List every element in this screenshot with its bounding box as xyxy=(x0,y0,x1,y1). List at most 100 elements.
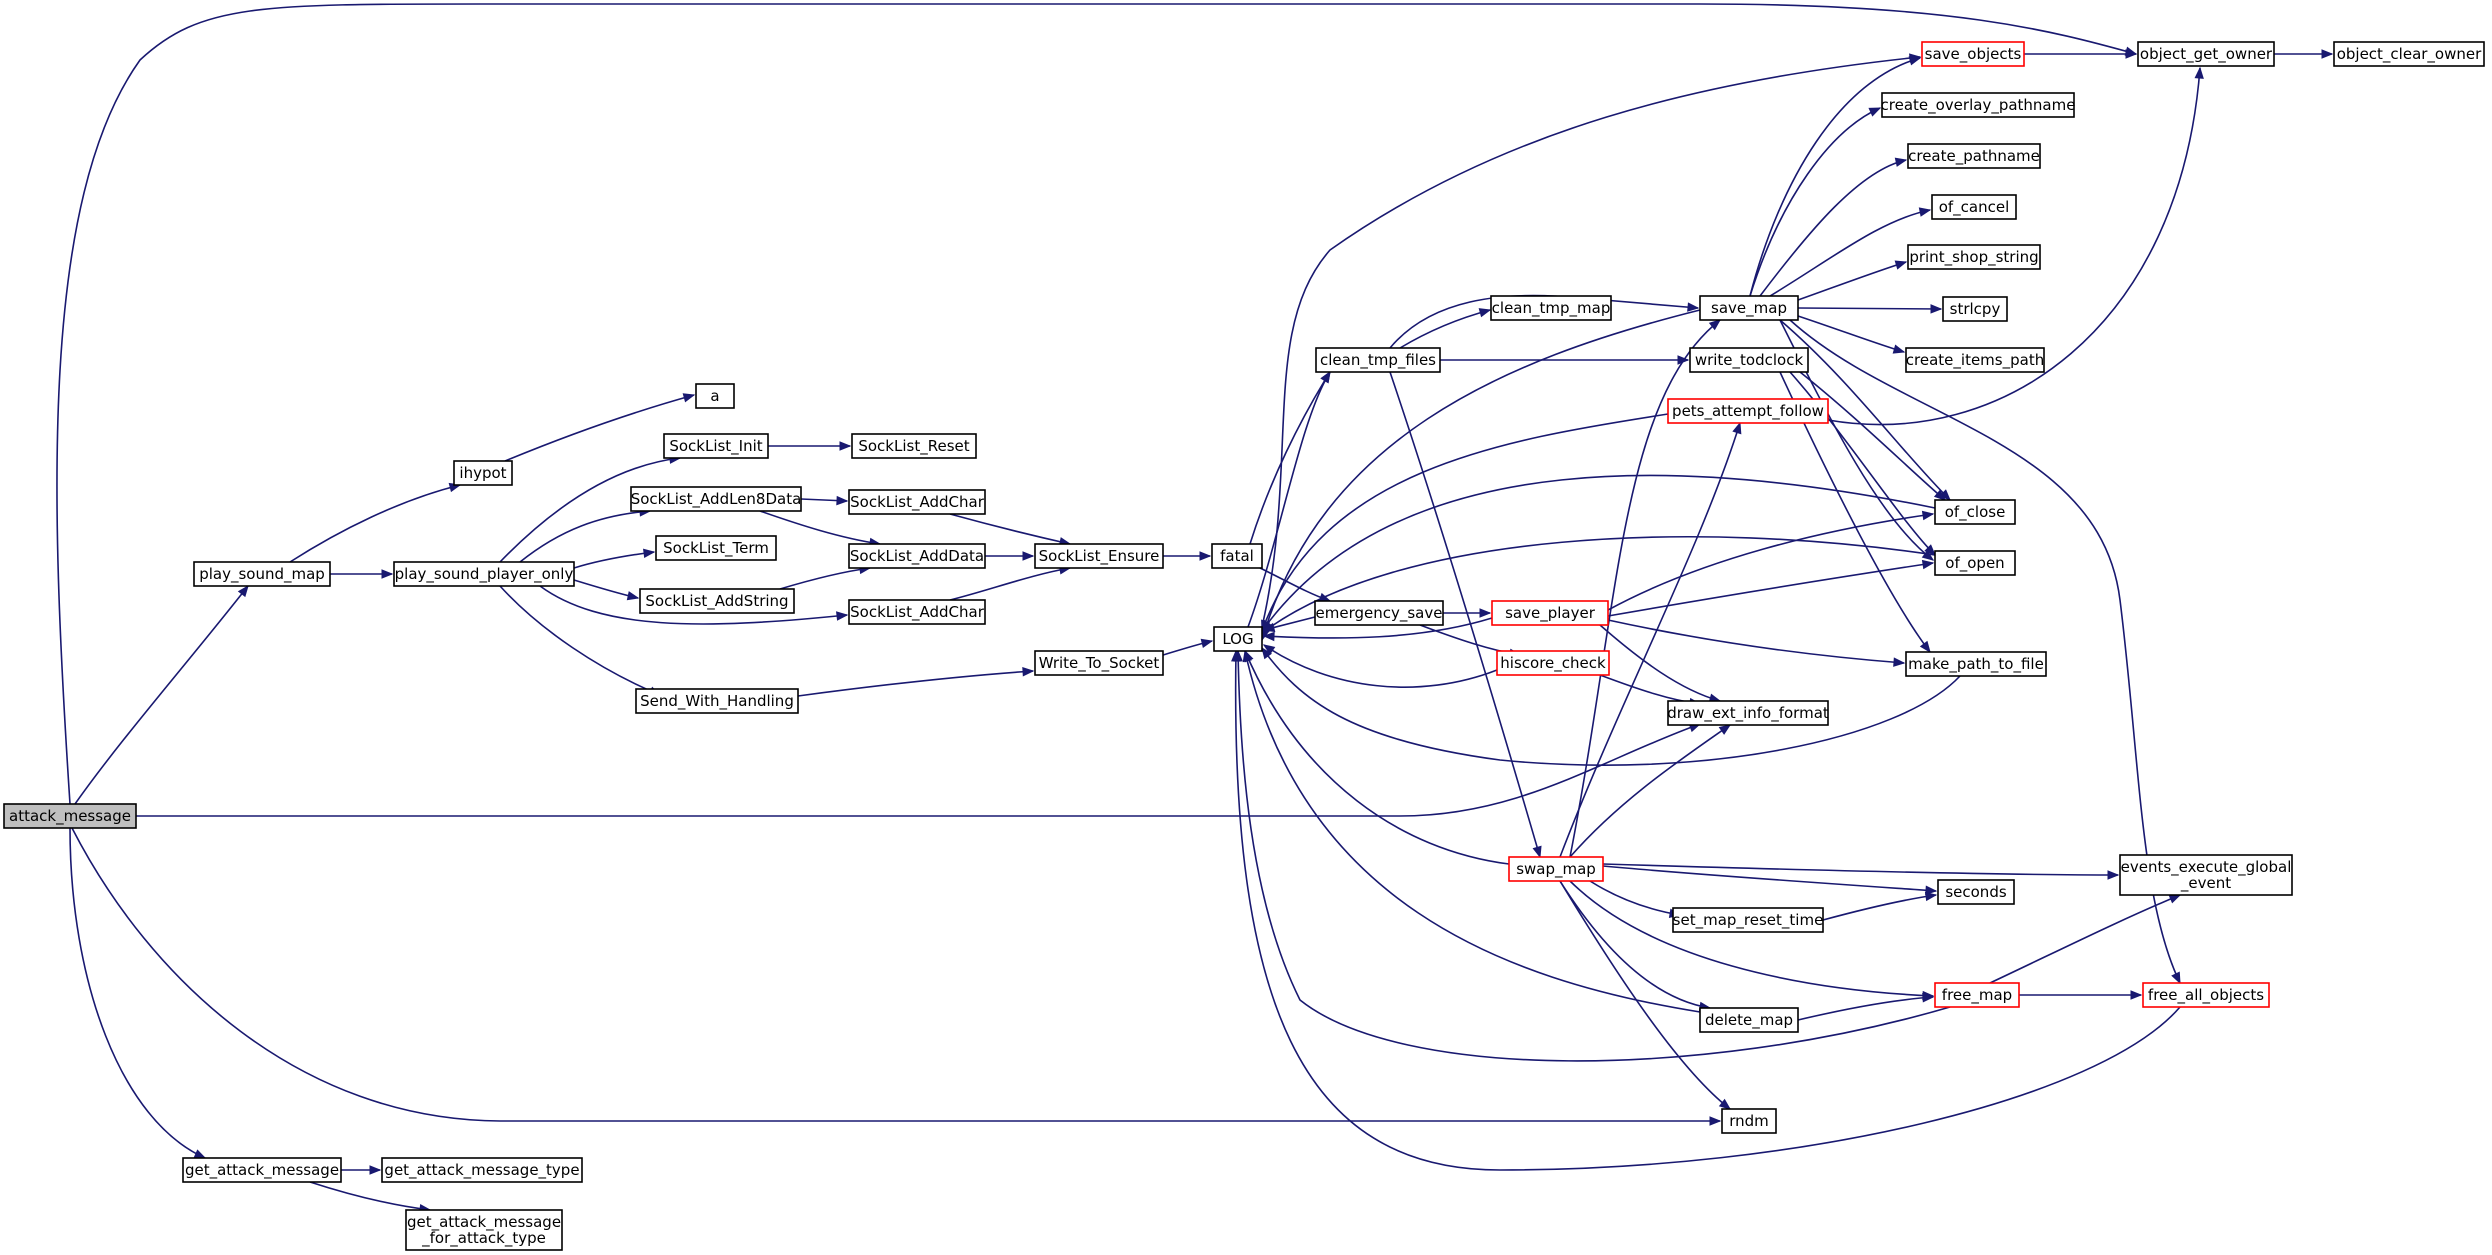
node-clean_tmp_files[interactable]: clean_tmp_files xyxy=(1315,347,1441,373)
node-label: events_execute_global xyxy=(2121,858,2292,877)
node-label: set_map_reset_time xyxy=(1673,911,1824,930)
arrowhead-icon xyxy=(2107,870,2120,880)
node-of_open[interactable]: of_open xyxy=(1934,550,2016,576)
edge-free_map-to-events_execute_global_event xyxy=(1989,894,2182,984)
node-SockList_Ensure[interactable]: SockList_Ensure xyxy=(1034,543,1164,569)
node-events_execute_global_event[interactable]: events_execute_global_event xyxy=(2119,854,2293,896)
arrowhead-icon xyxy=(643,548,656,558)
node-rndm[interactable]: rndm xyxy=(1721,1108,1777,1134)
edge-save_map-to-of_close xyxy=(1779,319,1951,501)
node-seconds[interactable]: seconds xyxy=(1937,879,2015,905)
node-create_overlay_pathname[interactable]: create_overlay_pathname xyxy=(1881,92,2076,118)
node-SockList_AddString[interactable]: SockList_AddString xyxy=(639,588,795,614)
edge-pets_attempt_follow-to-object_get_owner xyxy=(1827,66,2204,426)
node-label: free_all_objects xyxy=(2148,986,2264,1005)
node-free_map[interactable]: free_map xyxy=(1934,982,2020,1008)
node-of_close[interactable]: of_close xyxy=(1934,499,2016,525)
node-label: SockList_Reset xyxy=(858,437,969,456)
node-box xyxy=(1907,143,2041,169)
node-SockList_AddLen8Data[interactable]: SockList_AddLen8Data xyxy=(630,486,802,512)
node-box xyxy=(663,433,769,459)
node-SockList_AddData[interactable]: SockList_AddData xyxy=(848,543,986,569)
node-box xyxy=(2142,982,2270,1008)
node-SockList_AddChar_2[interactable]: SockList_AddChar xyxy=(848,599,986,625)
node-attack_message[interactable]: attack_message xyxy=(3,803,137,829)
node-hiscore_check[interactable]: hiscore_check xyxy=(1496,650,1610,676)
node-ihypot[interactable]: ihypot xyxy=(453,460,513,486)
node-box xyxy=(3,803,137,829)
node-of_cancel[interactable]: of_cancel xyxy=(1931,194,2017,220)
node-clean_tmp_map[interactable]: clean_tmp_map xyxy=(1490,295,1612,321)
node-label: fatal xyxy=(1220,547,1254,565)
node-SockList_Term[interactable]: SockList_Term xyxy=(655,535,777,561)
node-delete_map[interactable]: delete_map xyxy=(1699,1007,1799,1033)
node-get_attack_message[interactable]: get_attack_message xyxy=(182,1157,342,1183)
node-swap_map[interactable]: swap_map xyxy=(1508,856,1604,882)
edge-clean_tmp_files-to-clean_tmp_map xyxy=(1399,308,1492,349)
node-box xyxy=(635,688,799,714)
arrowhead-icon xyxy=(836,495,849,506)
node-draw_ext_info_format[interactable]: draw_ext_info_format xyxy=(1667,700,1829,726)
edge-play_sound_player_only-to-SockList_AddString xyxy=(573,579,640,601)
arrowhead-icon xyxy=(1924,891,1938,902)
arrowhead-icon xyxy=(2171,971,2181,985)
edge-swap_map-to-draw_ext_info_format xyxy=(1569,724,1732,858)
edge-make_path_to_file-to-LOG xyxy=(1261,646,1961,766)
node-label: SockList_Term xyxy=(663,539,769,558)
node-pets_attempt_follow[interactable]: pets_attempt_follow xyxy=(1667,398,1829,424)
node-fatal[interactable]: fatal xyxy=(1211,543,1263,569)
edge-play_sound_player_only-to-SockList_AddChar_2 xyxy=(539,585,849,625)
node-box xyxy=(1934,550,2016,576)
node-play_sound_map[interactable]: play_sound_map xyxy=(193,561,331,587)
edge-write_todclock-to-of_open xyxy=(1789,371,1936,556)
edge-object_get_owner-to-object_clear_owner xyxy=(2274,49,2334,59)
node-save_player[interactable]: save_player xyxy=(1491,600,1609,626)
node-Write_To_Socket[interactable]: Write_To_Socket xyxy=(1034,650,1164,676)
node-SockList_AddChar_1[interactable]: SockList_AddChar xyxy=(848,489,986,515)
arrowhead-icon xyxy=(1478,308,1492,318)
node-box xyxy=(1034,650,1164,676)
node-a[interactable]: a xyxy=(695,383,735,409)
arrowhead-icon xyxy=(1262,631,1275,642)
node-label: print_shop_string xyxy=(1909,248,2038,267)
arrowhead-icon xyxy=(1894,157,1908,167)
node-SockList_Init[interactable]: SockList_Init xyxy=(663,433,769,459)
edge-play_sound_map-to-ihypot xyxy=(289,482,462,563)
arrowhead-icon xyxy=(1718,724,1732,735)
node-create_pathname[interactable]: create_pathname xyxy=(1907,143,2041,169)
arrowhead-icon xyxy=(2194,66,2204,79)
node-play_sound_player_only[interactable]: play_sound_player_only xyxy=(393,561,575,587)
arrowhead-icon xyxy=(1919,640,1931,654)
node-label: LOG xyxy=(1222,630,1253,648)
edge-free_map-to-free_all_objects xyxy=(2019,990,2143,1000)
node-save_map[interactable]: save_map xyxy=(1699,295,1799,321)
node-get_attack_message_type[interactable]: get_attack_message_type xyxy=(381,1157,583,1183)
node-get_attack_message_for_attack_type[interactable]: get_attack_message_for_attack_type xyxy=(405,1209,563,1251)
edge-LOG-to-clean_tmp_files xyxy=(1247,370,1331,628)
arrowhead-icon xyxy=(682,393,696,403)
node-box xyxy=(182,1157,342,1183)
node-emergency_save[interactable]: emergency_save xyxy=(1314,600,1444,626)
node-set_map_reset_time[interactable]: set_map_reset_time xyxy=(1672,907,1824,933)
node-make_path_to_file[interactable]: make_path_to_file xyxy=(1905,651,2047,677)
node-print_shop_string[interactable]: print_shop_string xyxy=(1907,244,2041,270)
node-strlcpy[interactable]: strlcpy xyxy=(1942,296,2008,322)
node-object_get_owner[interactable]: object_get_owner xyxy=(2137,41,2275,67)
node-save_objects[interactable]: save_objects xyxy=(1921,41,2025,67)
node-free_all_objects[interactable]: free_all_objects xyxy=(2142,982,2270,1008)
node-label: SockList_Ensure xyxy=(1039,547,1160,566)
node-box xyxy=(1937,879,2015,905)
arrowhead-icon xyxy=(1925,885,1938,896)
arrowhead-icon xyxy=(1893,657,1906,667)
node-LOG[interactable]: LOG xyxy=(1213,626,1263,652)
node-Send_With_Handling[interactable]: Send_With_Handling xyxy=(635,688,799,714)
edge-Write_To_Socket-to-LOG xyxy=(1162,638,1214,656)
node-SockList_Reset[interactable]: SockList_Reset xyxy=(851,433,977,459)
node-box xyxy=(1942,296,2008,322)
edge-save_map-to-create_overlay_pathname xyxy=(1749,107,1882,297)
node-write_todclock[interactable]: write_todclock xyxy=(1689,347,1809,373)
node-box xyxy=(1508,856,1604,882)
node-create_items_path[interactable]: create_items_path xyxy=(1905,347,2045,373)
node-object_clear_owner[interactable]: object_clear_owner xyxy=(2333,41,2485,67)
